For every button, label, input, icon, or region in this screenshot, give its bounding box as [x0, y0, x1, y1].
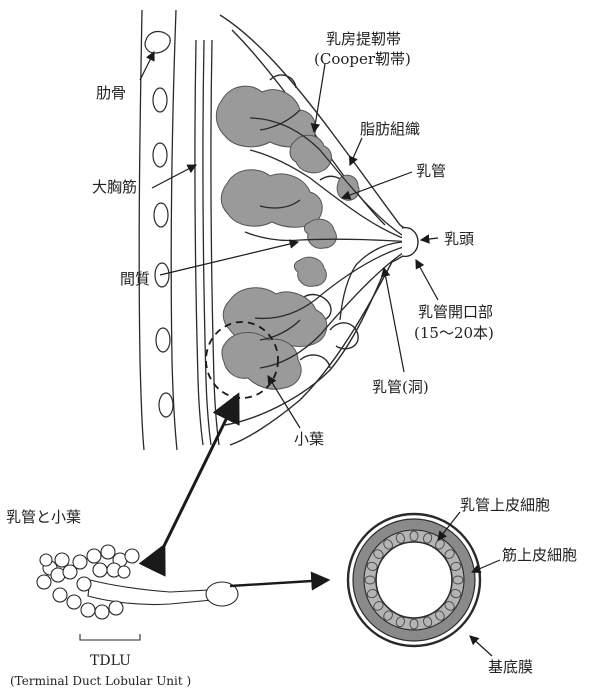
- glandular-lobes: [216, 86, 359, 389]
- duct-label: 乳管: [416, 162, 446, 180]
- lobule-label: 小葉: [294, 430, 324, 448]
- suspensory-ligament-label: 乳房提靭帯: [326, 30, 401, 48]
- duct-and-lobule-label: 乳管と小葉: [6, 508, 81, 526]
- adipose-tissue-label: 脂肪組織: [360, 120, 420, 138]
- tdlu-label: TDLU: [90, 652, 131, 670]
- nipple-label: 乳頭: [444, 230, 474, 248]
- tdlu-illustration: [37, 545, 238, 619]
- chest-wall: [139, 10, 219, 450]
- pectoralis-major-label: 大胸筋: [92, 178, 137, 196]
- basement-membrane-label: 基底膜: [488, 658, 533, 676]
- section-arrow: [230, 580, 328, 586]
- duct-sinus-label: 乳管(洞): [372, 378, 429, 396]
- duct-cross-section: [348, 514, 480, 646]
- zoom-arrow: [164, 395, 238, 546]
- duct-opening-count-label: (15〜20本): [414, 324, 494, 342]
- duct-opening-label: 乳管開口部: [418, 303, 493, 321]
- tdlu-full-label: (Terminal Duct Lobular Unit ): [10, 672, 191, 690]
- stroma-label: 間質: [120, 270, 150, 288]
- cooper-ligament-label: (Cooper靭帯): [314, 50, 411, 68]
- rib-cross-sections: [145, 32, 173, 418]
- luminal-epithelial-label: 乳管上皮細胞: [460, 496, 550, 514]
- rib-label: 肋骨: [96, 84, 126, 102]
- nipple-shape: [402, 228, 418, 257]
- tdlu-bracket: [80, 634, 140, 640]
- myoepithelial-label: 筋上皮細胞: [502, 546, 577, 564]
